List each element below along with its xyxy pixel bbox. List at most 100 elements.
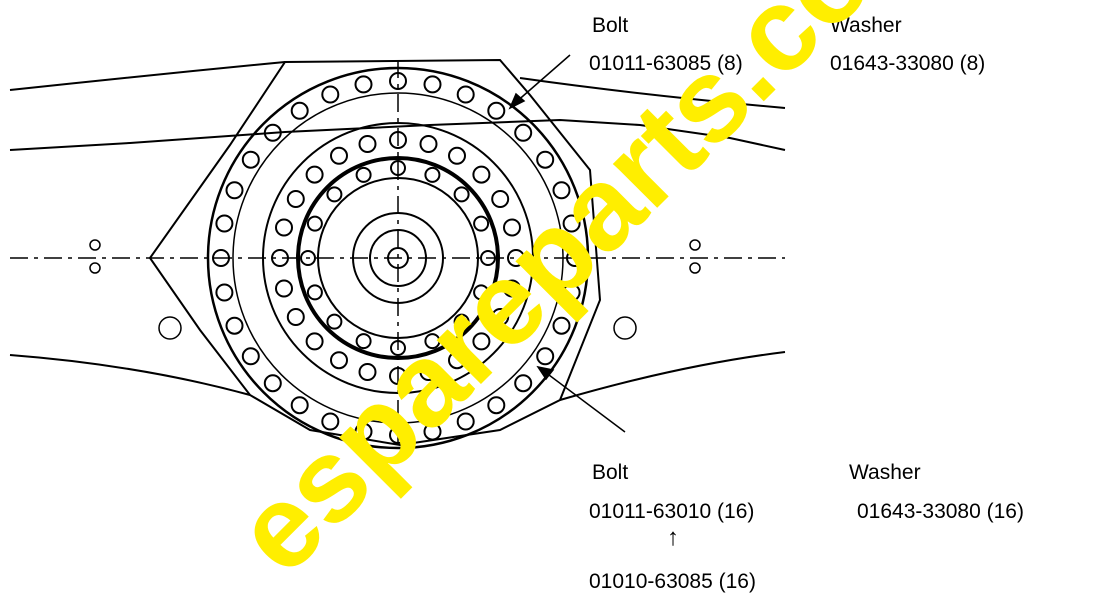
bolt-hole bbox=[275, 279, 293, 298]
bolt-hole bbox=[419, 135, 438, 153]
bolt-hole bbox=[503, 218, 521, 237]
bolt-hole bbox=[389, 72, 407, 90]
bolt-hole bbox=[263, 123, 282, 142]
outer-ring-inner-edge bbox=[232, 92, 564, 424]
bolt-hole bbox=[453, 313, 470, 330]
bottom-washer-part-number: 01643-33080 (16) bbox=[857, 500, 1024, 523]
bolt-hole bbox=[300, 250, 316, 266]
axle-housing-upper-left bbox=[9, 61, 286, 91]
top-bolt-title: Bolt bbox=[592, 14, 629, 37]
bolt-hole bbox=[215, 214, 234, 233]
bolt-hole bbox=[225, 316, 244, 335]
bolt-hole bbox=[215, 283, 234, 302]
bolt-hole bbox=[487, 396, 506, 415]
bolt-hole bbox=[389, 426, 407, 444]
bolt-hole bbox=[355, 166, 372, 183]
axle-housing-lower-left bbox=[9, 354, 251, 396]
bolt-hole bbox=[423, 422, 442, 441]
bolt-hole bbox=[358, 135, 377, 153]
middle-bolt-ring bbox=[262, 122, 534, 394]
bolt-hole bbox=[552, 316, 571, 335]
bottom-leader-arrowhead bbox=[536, 365, 555, 381]
bolt-hole bbox=[326, 186, 343, 203]
bolt-hole bbox=[290, 101, 309, 120]
outer-bolt-ring bbox=[206, 66, 590, 450]
spindle-mid bbox=[369, 229, 427, 287]
bolt-hole bbox=[241, 150, 260, 169]
bolt-hole bbox=[305, 165, 324, 184]
bolt-hole bbox=[491, 190, 510, 208]
bolt-hole bbox=[566, 249, 584, 267]
right-grease-fitting-2 bbox=[689, 262, 701, 274]
bolt-hole bbox=[424, 333, 441, 350]
bolt-hole bbox=[473, 284, 490, 301]
bolt-hole bbox=[286, 308, 305, 326]
bolt-hole bbox=[562, 283, 581, 302]
axle-housing-upper-outline bbox=[9, 118, 786, 151]
bolt-hole bbox=[390, 160, 406, 176]
axle-housing-upper-right bbox=[519, 77, 786, 109]
bolt-hole bbox=[271, 249, 289, 267]
bolt-hole bbox=[321, 412, 340, 431]
top-washer-title: Washer bbox=[830, 14, 902, 37]
left-grease-fitting-2 bbox=[89, 262, 101, 274]
bottom-alternate-arrow: ↑ bbox=[667, 524, 679, 551]
bolt-hole bbox=[424, 166, 441, 183]
bolt-hole bbox=[448, 146, 466, 165]
bolt-hole bbox=[448, 351, 466, 370]
top-leader-line bbox=[514, 54, 571, 104]
spindle-outer bbox=[352, 212, 444, 304]
bolt-hole bbox=[389, 131, 407, 149]
spindle-center bbox=[387, 247, 409, 269]
bolt-hole bbox=[480, 250, 496, 266]
bolt-hole bbox=[354, 75, 373, 94]
bolt-hole bbox=[263, 374, 282, 393]
bolt-hole bbox=[487, 101, 506, 120]
bolt-hole bbox=[225, 181, 244, 200]
bolt-hole bbox=[507, 249, 525, 267]
bolt-hole bbox=[419, 363, 438, 381]
bottom-bolt-part-number: 01011-63010 (16) bbox=[589, 500, 755, 523]
bolt-hole bbox=[472, 332, 491, 351]
bolt-hole bbox=[491, 308, 510, 326]
bolt-circles bbox=[212, 72, 584, 444]
bolt-hole bbox=[536, 150, 555, 169]
bolt-hole bbox=[358, 363, 377, 381]
hub-housing-body bbox=[148, 58, 602, 447]
bolt-hole bbox=[275, 218, 293, 237]
bolt-hole bbox=[423, 75, 442, 94]
axle-housing-lower-right bbox=[559, 351, 786, 401]
top-bolt-part-number: 01011-63085 (8) bbox=[589, 52, 743, 75]
bolt-hole bbox=[306, 215, 323, 232]
hub-flange bbox=[296, 156, 500, 360]
bolt-hole bbox=[536, 347, 555, 366]
bolt-hole bbox=[330, 146, 348, 165]
top-washer-part-number: 01643-33080 (8) bbox=[830, 52, 986, 75]
left-mount-boss bbox=[158, 316, 182, 340]
right-grease-fitting bbox=[689, 239, 701, 251]
bolt-hole bbox=[456, 412, 475, 431]
bolt-hole bbox=[473, 215, 490, 232]
bolt-hole bbox=[390, 340, 406, 356]
bottom-bolt-title: Bolt bbox=[592, 461, 629, 484]
bolt-hole bbox=[562, 214, 581, 233]
right-mount-boss bbox=[613, 316, 637, 340]
bolt-hole bbox=[212, 249, 230, 267]
bolt-hole bbox=[389, 367, 407, 385]
bolt-hole bbox=[305, 332, 324, 351]
top-leader-arrowhead bbox=[508, 92, 526, 110]
bolt-hole bbox=[552, 181, 571, 200]
bolt-hole bbox=[241, 347, 260, 366]
bolt-hole bbox=[514, 123, 533, 142]
bolt-hole bbox=[326, 313, 343, 330]
left-grease-fitting bbox=[89, 239, 101, 251]
bolt-hole bbox=[354, 422, 373, 441]
bolt-hole bbox=[321, 85, 340, 104]
bolt-hole bbox=[453, 186, 470, 203]
bottom-alternate-bolt-part-number: 01010-63085 (16) bbox=[589, 570, 756, 593]
bolt-hole bbox=[330, 351, 348, 370]
bottom-washer-title: Washer bbox=[849, 461, 921, 484]
bottom-leader-line bbox=[544, 371, 626, 433]
